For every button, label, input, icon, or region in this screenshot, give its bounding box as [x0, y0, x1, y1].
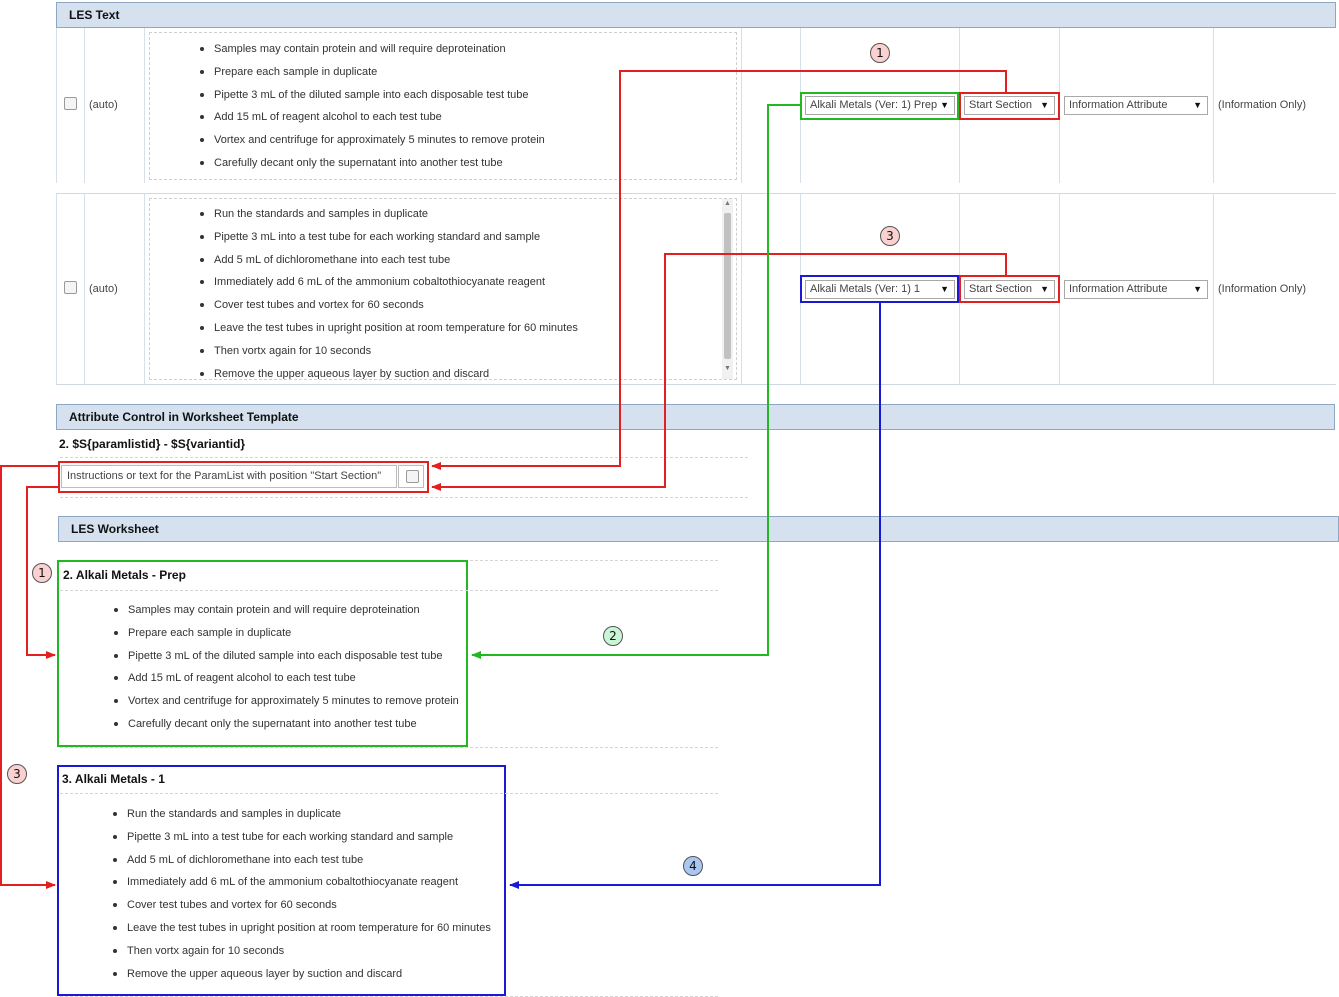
step-item: Add 15 mL of reagent alcohol to each tes…: [200, 111, 545, 134]
step-item: Prepare each sample in duplicate: [114, 627, 459, 650]
worksheet-1-steps: Run the standards and samples in duplica…: [113, 808, 491, 990]
step-item: Pipette 3 mL into a test tube for each w…: [200, 231, 578, 254]
row2-attribute-select[interactable]: Information Attribute ▼: [1064, 280, 1208, 299]
attribute-instructions-field[interactable]: Instructions or text for the ParamList w…: [61, 465, 397, 488]
step-item: Then vortx again for 10 seconds: [113, 945, 491, 968]
step-item: Add 5 mL of dichloromethane into each te…: [113, 854, 491, 877]
step-item: Add 5 mL of dichloromethane into each te…: [200, 254, 578, 277]
row1-info-only: (Information Only): [1218, 99, 1307, 111]
step-item: Carefully decant only the supernatant in…: [200, 157, 545, 179]
step-item: Pipette 3 mL into a test tube for each w…: [113, 831, 491, 854]
step-item: Samples may contain protein and will req…: [200, 43, 545, 66]
row1-position-highlight: [959, 92, 1060, 120]
callout-4: 4: [683, 856, 703, 876]
step-item: Run the standards and samples in duplica…: [113, 808, 491, 831]
row1-paramlist-select[interactable]: Alkali Metals (Ver: 1) Prep ▼: [805, 96, 955, 115]
step-item: Cover test tubes and vortex for 60 secon…: [200, 299, 578, 322]
worksheet-section-1: [57, 765, 506, 996]
step-item: Immediately add 6 mL of the ammonium cob…: [113, 876, 491, 899]
attribute-input-highlight: [58, 461, 429, 493]
scroll-up-icon[interactable]: ▲: [724, 200, 731, 207]
callout-1-top: 1: [870, 43, 890, 63]
callout-1-left: 1: [32, 563, 52, 583]
attribute-control-title: 2. $S{paramlistid} - $S{variantid}: [59, 437, 246, 451]
attribute-control-header: Attribute Control in Worksheet Template: [56, 404, 1335, 430]
row2-position-value: Start Section: [969, 283, 1032, 295]
les-worksheet-header: LES Worksheet: [58, 516, 1339, 542]
step-item: Remove the upper aqueous layer by suctio…: [113, 968, 491, 991]
triangle-down-icon: ▼: [1040, 100, 1049, 110]
row2-auto-label: (auto): [89, 283, 118, 295]
step-item: Pipette 3 mL of the diluted sample into …: [114, 650, 459, 673]
arrow-red-1: [431, 70, 1007, 470]
step-item: Carefully decant only the supernatant in…: [114, 718, 459, 741]
step-item: Immediately add 6 mL of the ammonium cob…: [200, 276, 578, 299]
row2-position-highlight: [959, 275, 1060, 303]
arrow-red-3: [431, 253, 1007, 491]
scroll-thumb[interactable]: [724, 213, 731, 359]
callout-2: 2: [603, 626, 623, 646]
attribute-instructions-text: Instructions or text for the ParamList w…: [67, 470, 382, 482]
step-item: Prepare each sample in duplicate: [200, 66, 545, 89]
step-item: Leave the test tubes in upright position…: [200, 322, 578, 345]
arrow-red-to-prep: [26, 486, 58, 659]
worksheet-section-1-title: 3. Alkali Metals - 1: [62, 772, 165, 786]
step-item: Remove the upper aqueous layer by suctio…: [200, 368, 578, 379]
triangle-down-icon: ▼: [1193, 284, 1202, 294]
worksheet-section-prep: [57, 560, 468, 747]
callout-3-left: 3: [7, 764, 27, 784]
callout-3-top: 3: [880, 226, 900, 246]
row2-scrollbar[interactable]: ▲ ▼: [722, 199, 733, 379]
row2-paramlist-value: Alkali Metals (Ver: 1) 1: [810, 283, 921, 295]
step-item: Run the standards and samples in duplica…: [200, 208, 578, 231]
attribute-checkbox[interactable]: [406, 470, 419, 483]
step-item: Add 15 mL of reagent alcohol to each tes…: [114, 672, 459, 695]
triangle-down-icon: ▼: [940, 284, 949, 294]
row1-position-select[interactable]: Start Section ▼: [964, 96, 1055, 115]
row2-checkbox[interactable]: [64, 281, 77, 294]
step-item: Leave the test tubes in upright position…: [113, 922, 491, 945]
row1-auto-label: (auto): [89, 99, 118, 111]
worksheet-prep-steps: Samples may contain protein and will req…: [114, 604, 459, 741]
scroll-down-icon[interactable]: ▼: [724, 365, 731, 372]
step-item: Then vortx again for 10 seconds: [200, 345, 578, 368]
step-item: Cover test tubes and vortex for 60 secon…: [113, 899, 491, 922]
step-item: Samples may contain protein and will req…: [114, 604, 459, 627]
arrow-blue-4: [509, 303, 881, 889]
arrow-green-2: [471, 104, 800, 659]
row1-paramlist-highlight: [800, 92, 959, 120]
worksheet-section-prep-title: 2. Alkali Metals - Prep: [63, 568, 186, 582]
row2-step-list: Run the standards and samples in duplica…: [200, 208, 578, 379]
step-item: Pipette 3 mL of the diluted sample into …: [200, 89, 545, 112]
row2-position-select[interactable]: Start Section ▼: [964, 280, 1055, 299]
arrow-red-to-section1: [0, 465, 58, 889]
row1-attribute-select[interactable]: Information Attribute ▼: [1064, 96, 1208, 115]
step-item: Vortex and centrifuge for approximately …: [200, 134, 545, 157]
row1-text-editor[interactable]: Samples may contain protein and will req…: [149, 32, 737, 180]
row1-checkbox[interactable]: [64, 97, 77, 110]
row1-step-list: Samples may contain protein and will req…: [200, 43, 545, 179]
les-text-header: LES Text: [56, 2, 1336, 28]
triangle-down-icon: ▼: [1040, 284, 1049, 294]
triangle-down-icon: ▼: [1193, 100, 1202, 110]
row2-attribute-value: Information Attribute: [1069, 283, 1168, 295]
row2-info-only: (Information Only): [1218, 283, 1307, 295]
row1-attribute-value: Information Attribute: [1069, 99, 1168, 111]
triangle-down-icon: ▼: [940, 100, 949, 110]
row1-paramlist-value: Alkali Metals (Ver: 1) Prep: [810, 99, 938, 111]
attribute-checkbox-cell: [398, 465, 424, 488]
row2-text-editor[interactable]: Run the standards and samples in duplica…: [149, 198, 737, 380]
row2-paramlist-select[interactable]: Alkali Metals (Ver: 1) 1 ▼: [805, 280, 955, 299]
row2-paramlist-highlight: [800, 275, 959, 303]
row1-position-value: Start Section: [969, 99, 1032, 111]
step-item: Vortex and centrifuge for approximately …: [114, 695, 459, 718]
